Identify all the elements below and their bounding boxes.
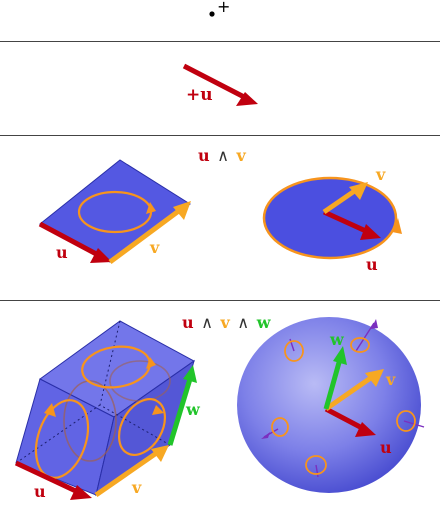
sphere-w-label: w <box>329 330 345 349</box>
parallelogram-v-arrow <box>108 207 182 265</box>
bivector-title-v: v <box>236 146 247 165</box>
sphere-v-arrow <box>324 374 374 412</box>
trivector-title-w: w <box>256 313 272 332</box>
scalar-diagram: + <box>209 0 230 17</box>
sphere-orientation-marker-bottom <box>305 455 327 478</box>
parallelogram-orientation-arrow-icon <box>146 202 156 214</box>
divider-middle <box>0 135 440 136</box>
parallelepiped-w-label: w <box>185 400 201 419</box>
front-face-orientation-arrow-icon <box>44 403 56 417</box>
scalar-panel: + <box>0 0 440 41</box>
bivector-title: u ∧ v <box>198 146 247 165</box>
trivector-title-wedge-2: ∧ <box>237 313 249 332</box>
parallelepiped <box>15 320 195 497</box>
sphere-orientation-marker-lower-left <box>261 417 289 439</box>
sphere-v-arrowhead <box>365 369 384 387</box>
disc-v-label: v <box>375 165 386 184</box>
sphere-w-arrowhead <box>333 346 347 365</box>
top-face-orientation-arrow-icon <box>146 357 156 369</box>
vector-u-arrowhead <box>236 92 258 106</box>
sphere-w-arrow <box>323 358 343 410</box>
vector-diagram: +u <box>182 63 258 106</box>
right-face-orientation-arrow-icon <box>152 405 164 415</box>
trivector-panel: u ∧ v ∧ w <box>0 301 440 506</box>
sphere-u-label: u <box>380 438 392 457</box>
trivector-diagram: u ∧ v ∧ w <box>14 313 425 501</box>
disc-v-arrowhead <box>349 182 368 200</box>
parallelogram-u-arrowhead <box>90 248 112 263</box>
disc-u-arrow <box>322 209 370 235</box>
bivector-title-u: u <box>198 146 210 165</box>
parallelogram-v-label: v <box>149 238 160 257</box>
parallelepiped-v-arrowhead <box>151 445 169 462</box>
disc-u-arrowhead <box>360 224 381 240</box>
disc-u-label: u <box>366 255 378 274</box>
trivector-title: u ∧ v ∧ w <box>182 313 272 332</box>
parallelogram-u-label: u <box>56 243 68 262</box>
bivector-disc <box>262 176 398 260</box>
parallelepiped-u-arrowhead <box>70 485 92 500</box>
sphere-v-label: v <box>385 370 396 389</box>
bivector-diagram: u ∧ v u v v u <box>38 146 402 274</box>
disc-orientation-arrow-icon <box>392 218 402 234</box>
parallelepiped-hidden-edge-2 <box>15 404 101 464</box>
parallelepiped-w-arrow <box>167 378 193 446</box>
sphere-orientation-marker-left <box>284 338 304 362</box>
sphere-u-arrow <box>324 406 366 432</box>
parallelepiped-w-arrowhead <box>183 365 197 383</box>
scalar-plus-sign: + <box>217 0 230 16</box>
vector-panel: +u <box>0 42 440 135</box>
trivector-title-u: u <box>182 313 194 332</box>
sphere-orientation-marker-top <box>350 319 378 353</box>
parallelepiped-v-arrow <box>94 449 160 498</box>
bivector-panel: u ∧ v u v v u <box>0 136 440 300</box>
divider-top <box>0 41 440 42</box>
divider-bottom <box>0 300 440 301</box>
parallelogram-u-arrow <box>38 221 102 259</box>
vector-label: +u <box>186 85 213 105</box>
trivector-title-wedge-1: ∧ <box>201 313 213 332</box>
trivector-title-v: v <box>220 313 231 332</box>
sphere-orientation-marker-right <box>396 410 425 432</box>
parallelogram-v-arrowhead <box>173 201 191 220</box>
right-face-orientation-circle <box>117 398 167 456</box>
parallelepiped-u-arrow <box>14 460 82 496</box>
sphere-u-arrowhead <box>355 422 376 437</box>
parallelepiped-u-label: u <box>34 482 46 501</box>
scalar-point <box>209 11 215 17</box>
bivector-title-wedge: ∧ <box>217 146 229 165</box>
parallelepiped-v-label: v <box>131 478 142 497</box>
disc-v-arrow <box>322 187 358 215</box>
vector-u-arrow <box>182 63 250 102</box>
